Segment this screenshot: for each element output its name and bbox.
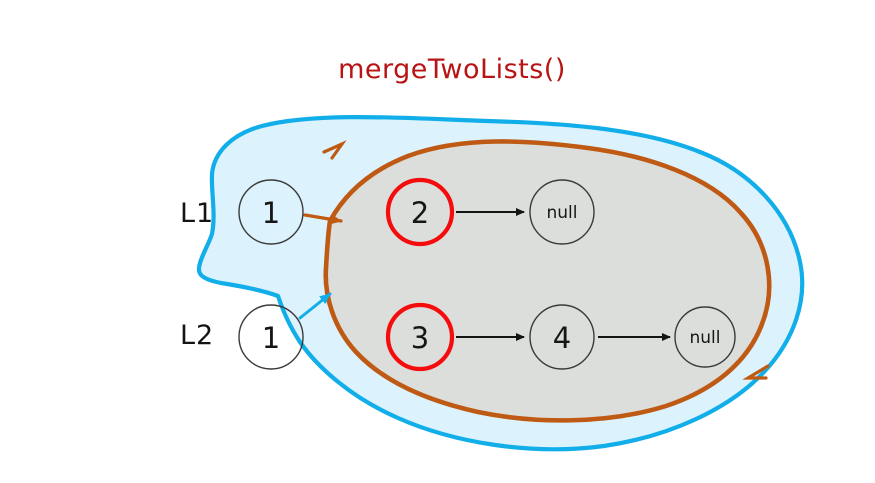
node-l2-3[interactable]: 3 <box>385 302 455 372</box>
node-l1-1-circle[interactable] <box>238 179 304 245</box>
node-l1-2-circle[interactable] <box>385 177 455 247</box>
node-l1-1[interactable]: 1 <box>238 179 304 245</box>
list-1-nodes: 1 2 null <box>238 177 595 247</box>
node-l2-1[interactable]: 1 <box>238 304 304 370</box>
brown-region-arrowhead-bottom-icon <box>742 364 770 380</box>
list-2-nodes: 1 3 4 null <box>238 302 736 372</box>
brown-region-arrowhead-top-icon <box>322 140 347 160</box>
node-l2-3-circle[interactable] <box>385 302 455 372</box>
regions-layer <box>196 114 805 452</box>
node-l2-null-label: null <box>690 328 721 348</box>
pointer-arrows-layer <box>298 213 343 320</box>
node-l1-null[interactable]: null <box>529 179 595 245</box>
list-label-l1: L1 <box>180 198 214 229</box>
node-l1-null-circle[interactable] <box>529 179 595 245</box>
node-l2-null-circle[interactable] <box>674 306 736 368</box>
page-title: mergeTwoLists() <box>338 54 566 85</box>
node-l2-null[interactable]: null <box>674 306 736 368</box>
arrow-l1-head-pointer-icon <box>303 213 343 225</box>
arrow-l2-head-pointer-icon <box>298 292 332 320</box>
node-l2-3-label: 3 <box>411 321 429 355</box>
node-l2-4-circle[interactable] <box>529 304 595 370</box>
node-l1-1-label: 1 <box>262 196 280 230</box>
node-l2-1-label: 1 <box>262 321 280 355</box>
node-l2-4[interactable]: 4 <box>529 304 595 370</box>
node-l2-4-label: 4 <box>553 321 571 355</box>
node-l1-null-label: null <box>547 203 578 223</box>
node-l2-1-circle[interactable] <box>238 304 304 370</box>
links-layer <box>456 208 671 341</box>
node-l1-2[interactable]: 2 <box>385 177 455 247</box>
node-l1-2-label: 2 <box>411 196 429 230</box>
list-label-l2: L2 <box>180 320 214 351</box>
inner-region-recursive-brown <box>323 139 772 423</box>
